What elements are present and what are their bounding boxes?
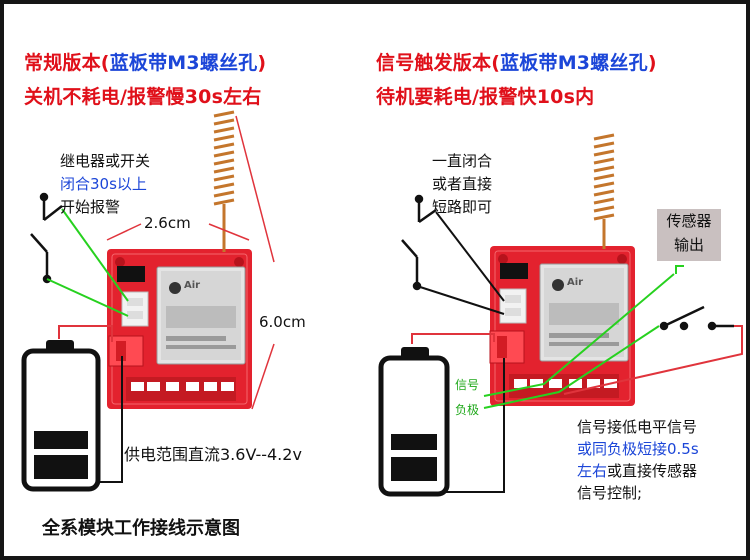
- trigger-note: 信号接低电平信号 或同负极短接0.5s 左右或直接传感器 信号控制;: [577, 416, 699, 504]
- relay-note-line3: 开始报警: [60, 198, 121, 216]
- trigger-note-line1: 信号接低电平信号: [577, 418, 698, 436]
- left-switch: [30, 192, 63, 284]
- right-module-label: Air: [567, 277, 584, 288]
- sensor-line2: 输出: [673, 236, 704, 254]
- sensor-red-wire: [563, 325, 743, 395]
- right-black-wire-2: [416, 285, 505, 315]
- signal-label: 信号: [455, 378, 480, 392]
- left-red-power-wire: [58, 325, 113, 342]
- height-dimension-line-bottom: [251, 343, 275, 410]
- relay-note-line1: 继电器或开关: [60, 152, 151, 170]
- closed-note-line2: 或者直接: [432, 175, 493, 193]
- closed-note-line1: 一直闭合: [432, 152, 493, 170]
- footer-title: 全系模块工作接线示意图: [42, 518, 240, 539]
- sensor-switch: [659, 305, 734, 331]
- signal-green-wire: [483, 273, 675, 397]
- left-battery-icon: [21, 340, 101, 492]
- negative-green-wire: [483, 325, 660, 409]
- height-label: 6.0cm: [259, 313, 306, 331]
- left-module-label: Air: [184, 280, 201, 291]
- sensor-line1: 传感器: [666, 212, 712, 230]
- left-title: 常规版本(蓝板带M3螺丝孔): [24, 52, 267, 74]
- left-green-wire-1: [61, 208, 129, 302]
- left-pcb: [107, 249, 252, 409]
- negative-label: 负极: [455, 403, 480, 417]
- sensor-arrow: [675, 265, 684, 274]
- closed-note-line3: 短路即可: [432, 198, 493, 216]
- right-battery-icon: [378, 347, 450, 497]
- right-black-power-wire: [444, 358, 505, 493]
- power-range-note: 供电范围直流3.6V--4.2v: [124, 445, 302, 464]
- trigger-note-line3: 左右或直接传感器: [577, 462, 698, 480]
- wiring-drawing: [21, 110, 743, 497]
- left-subtitle: 关机不耗电/报警慢30s左右: [24, 86, 262, 108]
- width-dimension-line: [106, 223, 142, 241]
- right-title: 信号触发版本(蓝板带M3螺丝孔): [376, 52, 657, 74]
- right-black-wire-1: [435, 211, 505, 302]
- trigger-note-line2: 或同负极短接0.5s: [577, 440, 699, 458]
- sensor-output-box: 传感器 输出: [657, 209, 721, 261]
- relay-note-line2: 闭合30s以上: [60, 175, 147, 193]
- trigger-note-line4: 信号控制;: [577, 484, 643, 502]
- height-dimension-line-top: [235, 115, 275, 263]
- width-label: 2.6cm: [144, 214, 191, 232]
- width-dimension-line-right: [208, 223, 250, 241]
- right-red-power-wire: [411, 333, 495, 344]
- left-green-wire-2: [46, 278, 129, 317]
- right-switch: [401, 194, 437, 291]
- right-antenna: [593, 133, 615, 249]
- left-black-power-wire: [99, 356, 123, 483]
- right-subtitle: 待机要耗电/报警快10s内: [376, 86, 595, 108]
- left-antenna: [213, 110, 235, 252]
